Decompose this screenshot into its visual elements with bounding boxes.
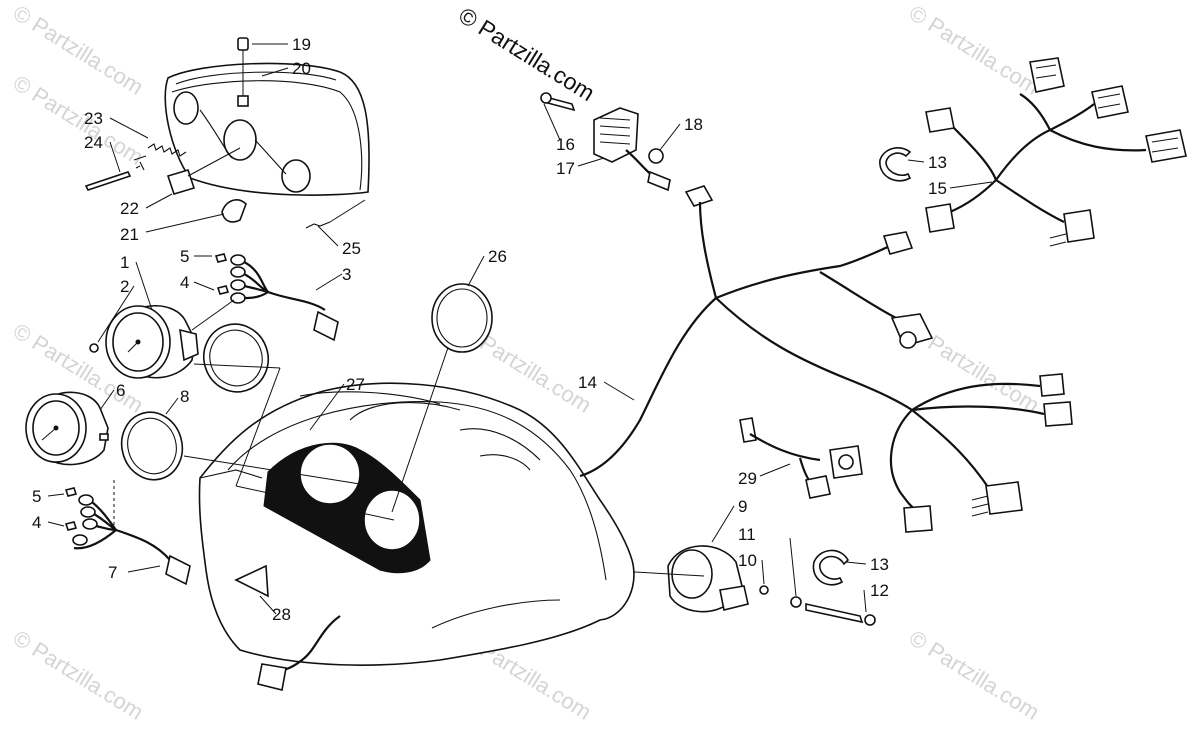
callout-leaders	[47, 43, 993, 615]
callout-15: 15	[928, 179, 947, 198]
callout-1: 1	[120, 253, 129, 272]
callout-24: 24	[84, 133, 103, 152]
callout-14: 14	[578, 373, 597, 392]
gauge-ring-lower	[120, 411, 184, 481]
callout-13-upper: 13	[928, 153, 947, 172]
callout-18: 18	[684, 115, 703, 134]
gauge-upper	[89, 253, 339, 379]
callout-10: 10	[738, 551, 757, 570]
callout-4-lower: 4	[32, 513, 41, 532]
callout-28: 28	[272, 605, 291, 624]
dash-panel	[198, 382, 635, 691]
callout-16: 16	[556, 135, 575, 154]
callout-19: 19	[292, 35, 311, 54]
callout-12: 12	[870, 581, 889, 600]
callout-9: 9	[738, 497, 747, 516]
callout-2: 2	[120, 277, 129, 296]
gauge-ring-upper	[203, 323, 269, 393]
callout-3: 3	[342, 265, 351, 284]
callout-5-upper: 5	[180, 247, 189, 266]
sensor-assembly	[633, 545, 876, 626]
sub-harness	[925, 57, 1187, 247]
callout-23: 23	[84, 109, 103, 128]
callout-5-lower: 5	[32, 487, 41, 506]
callout-11: 11	[738, 525, 756, 544]
headlight-assembly	[84, 37, 370, 229]
relay-assembly	[540, 92, 671, 192]
callout-labels: 19 20 23 24 22 21 25 1 2 5 4 3 26 6 8 27…	[32, 35, 947, 624]
callout-25: 25	[342, 239, 361, 258]
gauge-lower	[25, 391, 109, 466]
callout-13-lower: 13	[870, 555, 889, 574]
callout-29: 29	[738, 469, 757, 488]
callout-22: 22	[120, 199, 139, 218]
gauge-lower-harness	[64, 480, 191, 586]
callout-8: 8	[180, 387, 189, 406]
clamp-upper	[879, 147, 912, 182]
callout-17: 17	[556, 159, 575, 178]
clamp-lower	[812, 549, 849, 586]
callout-20: 20	[292, 59, 311, 78]
callout-26: 26	[488, 247, 507, 266]
callout-7: 7	[108, 563, 117, 582]
main-harness	[579, 185, 1073, 533]
callout-27: 27	[346, 375, 365, 394]
callout-6: 6	[116, 381, 125, 400]
callout-21: 21	[120, 225, 139, 244]
auxiliary-harness	[739, 417, 863, 499]
bezel-ring	[431, 283, 493, 353]
callout-4-upper: 4	[180, 273, 189, 292]
assembly-leaders	[183, 329, 455, 521]
